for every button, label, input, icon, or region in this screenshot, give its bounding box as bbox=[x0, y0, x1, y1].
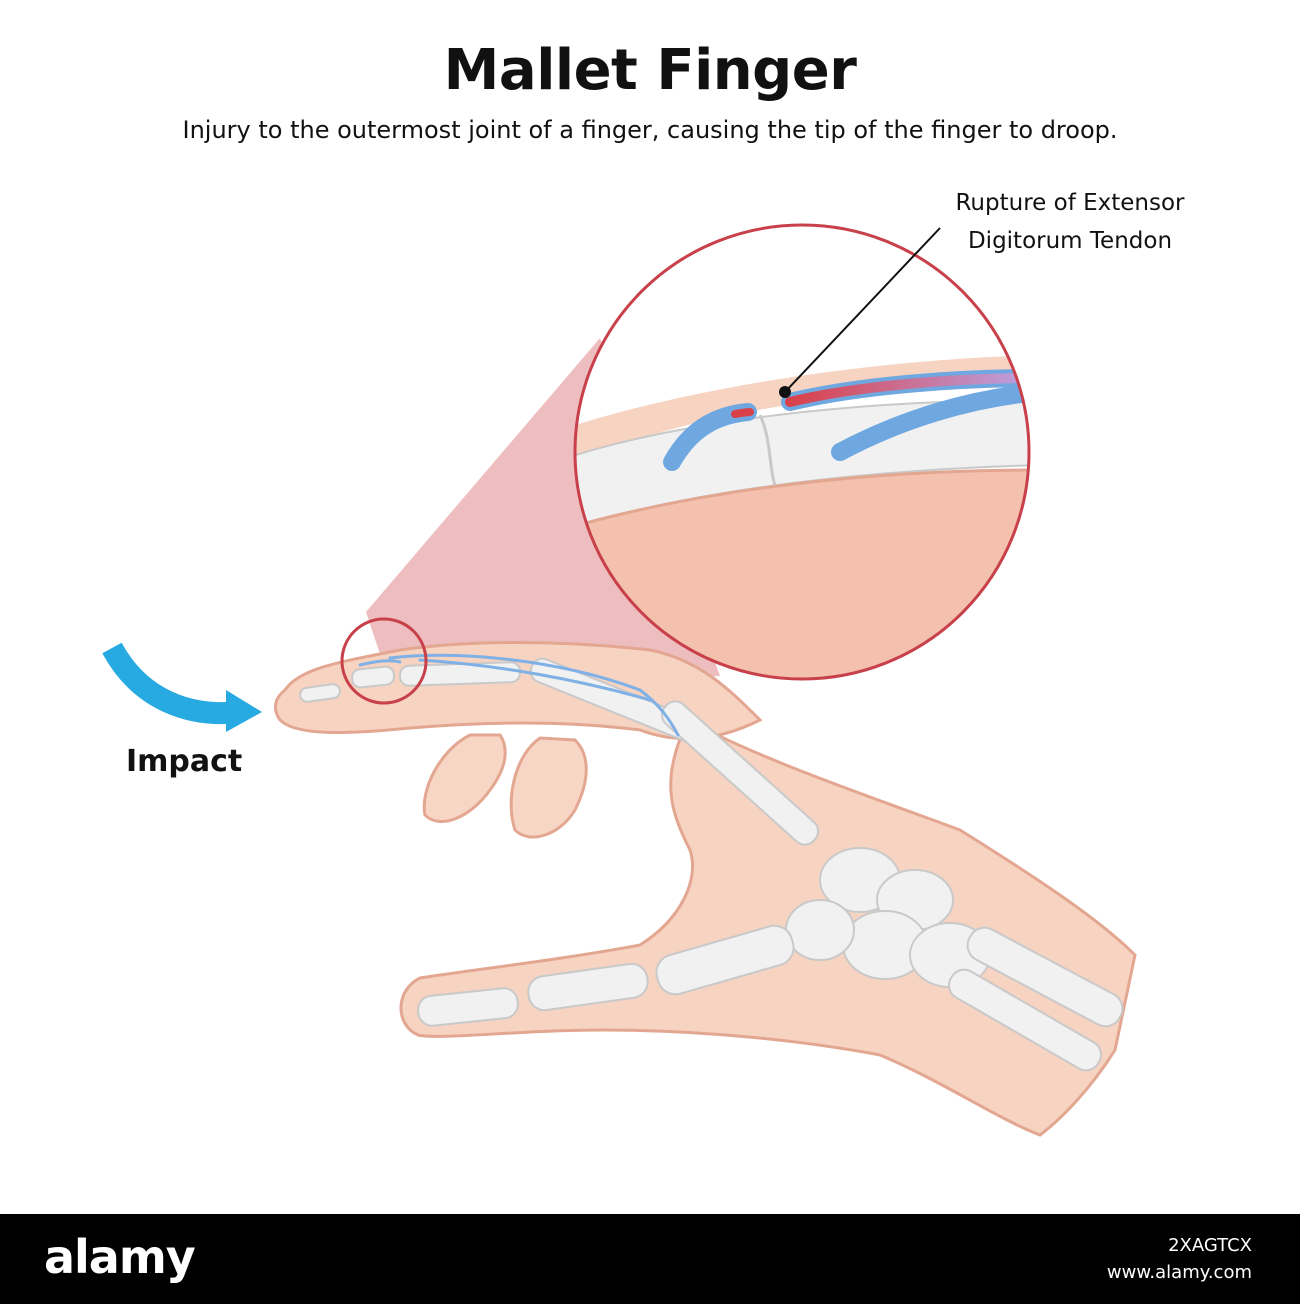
site-url: www.alamy.com bbox=[1106, 1262, 1252, 1283]
footer-meta: 2XAGTCX www.alamy.com bbox=[1107, 1232, 1252, 1286]
callout-line-1: Rupture of Extensor bbox=[955, 190, 1185, 216]
mallet-finger-illustration bbox=[102, 223, 1137, 1137]
small-magnifier-ring bbox=[340, 617, 428, 705]
rupture-callout-label: Rupture of Extensor Digitorum Tendon bbox=[900, 184, 1240, 260]
stock-footer-bar: alamy 2XAGTCX www.alamy.com bbox=[0, 1214, 1300, 1304]
impact-label: Impact bbox=[126, 744, 243, 779]
page-subtitle: Injury to the outermost joint of a finge… bbox=[182, 116, 1118, 144]
callout-leader-line bbox=[784, 227, 941, 393]
impact-arrow-icon bbox=[102, 642, 262, 732]
page-title: Mallet Finger bbox=[443, 38, 857, 103]
hand bbox=[273, 641, 1137, 1137]
finger-bones bbox=[299, 657, 820, 846]
zoom-view bbox=[573, 223, 1031, 681]
finger-tendons bbox=[358, 653, 680, 737]
callout-line-2: Digitorum Tendon bbox=[967, 228, 1173, 254]
wrist-bones bbox=[785, 847, 1124, 1072]
brand-logo: alamy bbox=[44, 1230, 196, 1284]
callout-dot bbox=[779, 386, 791, 398]
thumb-bones bbox=[417, 924, 795, 1027]
image-id: 2XAGTCX bbox=[1168, 1235, 1252, 1256]
